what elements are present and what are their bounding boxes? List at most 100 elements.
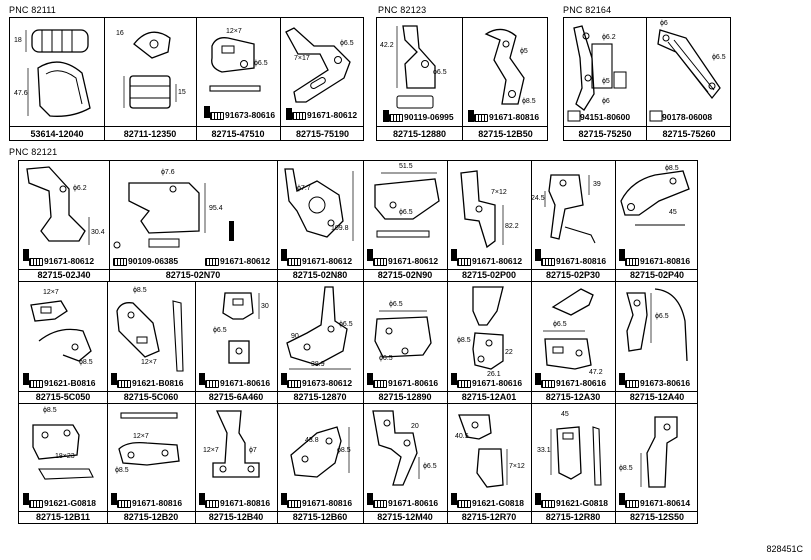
fastener-label[interactable]: 91671-80816 [625,256,690,266]
dimension-label: 26.1 [487,371,501,378]
fastener-label[interactable]: 91671-80612 [457,256,522,266]
part-number[interactable]: 82715-6A460 [208,392,264,402]
part-cell[interactable]: 45 33.1 91621-G0818 82715-12R80 [531,403,615,525]
part-cell[interactable]: ϕ6.5 ϕ6.5 91671-80616 82715-12890 [363,281,447,403]
part-number[interactable]: 82715-12880 [392,129,447,139]
part-number[interactable]: 82715-12A40 [629,392,685,402]
fastener-label[interactable]: 91673-80612 [287,378,352,388]
part-sketch [649,29,721,122]
part-number[interactable]: 82715-02J40 [37,270,91,280]
fastener-label[interactable]: 91671-80816 [474,112,539,122]
fastener-label[interactable]: 90119-06995 [389,112,454,122]
part-sketch [204,37,261,118]
figure-reference: 828451C [766,544,803,554]
fastener-label[interactable]: 91671-80816 [205,498,270,508]
fastener-label[interactable]: 91671-80616 [541,378,606,388]
fastener-label[interactable]: 91621-G0818 [29,498,96,508]
part-cell[interactable]: 12×7 ϕ8.5 91621-B0816 82715-5C050 [19,281,107,403]
fastener-label[interactable]: 91621-G0818 [541,498,608,508]
part-number[interactable]: 82715-12890 [378,392,432,402]
fastener-label[interactable]: 91671-80612 [373,256,438,266]
fastener-label[interactable]: 94151-80600 [580,112,631,122]
fastener-label[interactable]: 91671-80616 [205,378,270,388]
fastener-label[interactable]: 90109-06385 [113,256,178,266]
part-cell[interactable]: ϕ8.5 91671-80614 82715-12S50 [615,403,699,525]
part-number[interactable]: 82715-12B40 [208,512,264,522]
part-cell[interactable]: ϕ6.5 90 38.9 91673-80612 82715-12870 [277,281,363,403]
fastener-label[interactable]: 91671-80612 [287,256,352,266]
part-cell[interactable]: ϕ8.5 22 26.1 91671-80616 82715-12A01 [447,281,531,403]
part-number[interactable]: 82715-12870 [293,392,347,402]
part-cell[interactable]: ϕ8.5 45 91671-80816 82715-02P40 [615,161,699,281]
part-number[interactable]: 82715-75190 [295,129,350,139]
part-cell[interactable]: ϕ6.2 ϕ5 ϕ6 94151-80600 82715-75250 [564,18,646,142]
part-number[interactable]: 82715-02P30 [545,270,601,280]
part-sketch [535,426,602,505]
part-number[interactable]: 82715-75260 [662,129,716,139]
part-cell[interactable]: 20 ϕ6.5 91671-80616 82715-12M40 [363,403,447,525]
part-number[interactable]: 82715-12R80 [545,512,601,522]
part-cell[interactable]: 16 15 82711-12350 [104,18,196,142]
part-cell[interactable]: 7×12 82.2 91671-80612 82715-02P00 [447,161,531,281]
fastener-label[interactable]: 91673-80616 [210,110,275,120]
part-number[interactable]: 82715-02P40 [629,270,685,280]
part-cell[interactable]: 51.5 ϕ6.5 91671-80612 82715-02N90 [363,161,447,281]
part-number[interactable]: 82715-02N90 [377,270,433,280]
fastener-label[interactable]: 91671-80616 [373,498,438,508]
part-number[interactable]: 82715-75250 [578,129,632,139]
part-cell[interactable]: ϕ6.5 7×17 91671-80612 82715-75190 [280,18,365,142]
part-cell[interactable]: 12×7 ϕ6.5 91673-80616 82715-47510 [196,18,280,142]
part-cell[interactable]: 30 ϕ6.5 91671-80616 82715-6A460 [195,281,277,403]
part-number[interactable]: 82715-12B11 [35,512,91,522]
part-number[interactable]: 82715-47510 [211,129,265,139]
part-number[interactable]: 82711-12350 [123,129,177,139]
part-cell[interactable]: 43.8 ϕ8.5 91671-80816 82715-12B60 [277,403,363,525]
part-cell[interactable]: ϕ6 ϕ6.5 90178-06008 82715-75260 [646,18,732,142]
fastener-label[interactable]: 90178-06008 [662,112,713,122]
part-cell[interactable]: 12×7 ϕ8.5 91671-80816 82715-12B20 [107,403,195,525]
part-number[interactable]: 82715-5C060 [123,392,179,402]
dimension-label: 18 [14,37,22,44]
part-number[interactable]: 82715-12S50 [629,512,685,522]
part-cell[interactable]: ϕ7.6 95.4 90109-06385 91671-80612 82715-… [109,161,277,281]
part-cell[interactable]: ϕ6.2 30.4 91671-80612 82715-02J40 [19,161,109,281]
fastener-label[interactable]: 91673-80616 [625,378,690,388]
fastener-label[interactable]: 91671-80612 [29,256,94,266]
fastener-label[interactable]: 91671-80816 [541,256,606,266]
part-number[interactable]: 82715-02P00 [461,270,517,280]
fastener-label[interactable]: 91671-80816 [287,498,352,508]
fastener-label[interactable]: 91671-80612 [205,256,270,266]
part-number[interactable]: 82715-5C050 [35,392,91,402]
fastener-label[interactable]: 91621-G0818 [457,498,524,508]
part-cell[interactable]: 12×7 ϕ7 91671-80816 82715-12B40 [195,403,277,525]
part-number[interactable]: 82715-12B60 [292,512,348,522]
part-number[interactable]: 82715-12A01 [461,392,517,402]
fastener-label[interactable]: 91671-80616 [457,378,522,388]
part-cell[interactable]: 39 24.5 91671-80816 82715-02P30 [531,161,615,281]
part-number[interactable]: 82715-12A30 [545,392,601,402]
part-number[interactable]: 53614-12040 [30,129,84,139]
part-number[interactable]: 82715-02N70 [165,270,221,280]
part-number[interactable]: 82715-12R70 [461,512,517,522]
fastener-label[interactable]: 91671-80612 [292,110,357,120]
fastener-label[interactable]: 91671-80816 [117,498,182,508]
part-cell[interactable]: ϕ5 ϕ8.5 91671-80816 82715-12B50 [462,18,549,142]
fastener-label[interactable]: 91671-80616 [373,378,438,388]
dimension-label: 15 [178,89,186,96]
part-number[interactable]: 82715-12M40 [377,512,433,522]
part-cell[interactable]: 18 47.6 53614-12040 [10,18,104,142]
part-cell[interactable]: 42.2 ϕ6.5 90119-06995 82715-12880 [377,18,462,142]
part-cell[interactable]: ϕ7.7 109.8 91671-80612 82715-02N80 [277,161,363,281]
part-cell[interactable]: 40.5 7×12 91621-G0818 82715-12R70 [447,403,531,525]
part-number[interactable]: 82715-02N80 [292,270,348,280]
fastener-label[interactable]: 91671-80614 [625,498,690,508]
part-cell[interactable]: ϕ6.5 91673-80616 82715-12A40 [615,281,699,403]
part-number[interactable]: 82715-12B20 [123,512,179,522]
part-cell[interactable]: ϕ8.5 12×7 91621-B0816 82715-5C060 [107,281,195,403]
part-number[interactable]: 82715-12B50 [478,129,533,139]
part-sketch [199,410,260,505]
part-cell[interactable]: ϕ8.5 18×23 91621-G0818 82715-12B11 [19,403,107,525]
fastener-label[interactable]: 91621-B0816 [117,378,184,388]
fastener-label[interactable]: 91621-B0816 [29,378,96,388]
part-cell[interactable]: ϕ6.5 47.2 91671-80616 82715-12A30 [531,281,615,403]
